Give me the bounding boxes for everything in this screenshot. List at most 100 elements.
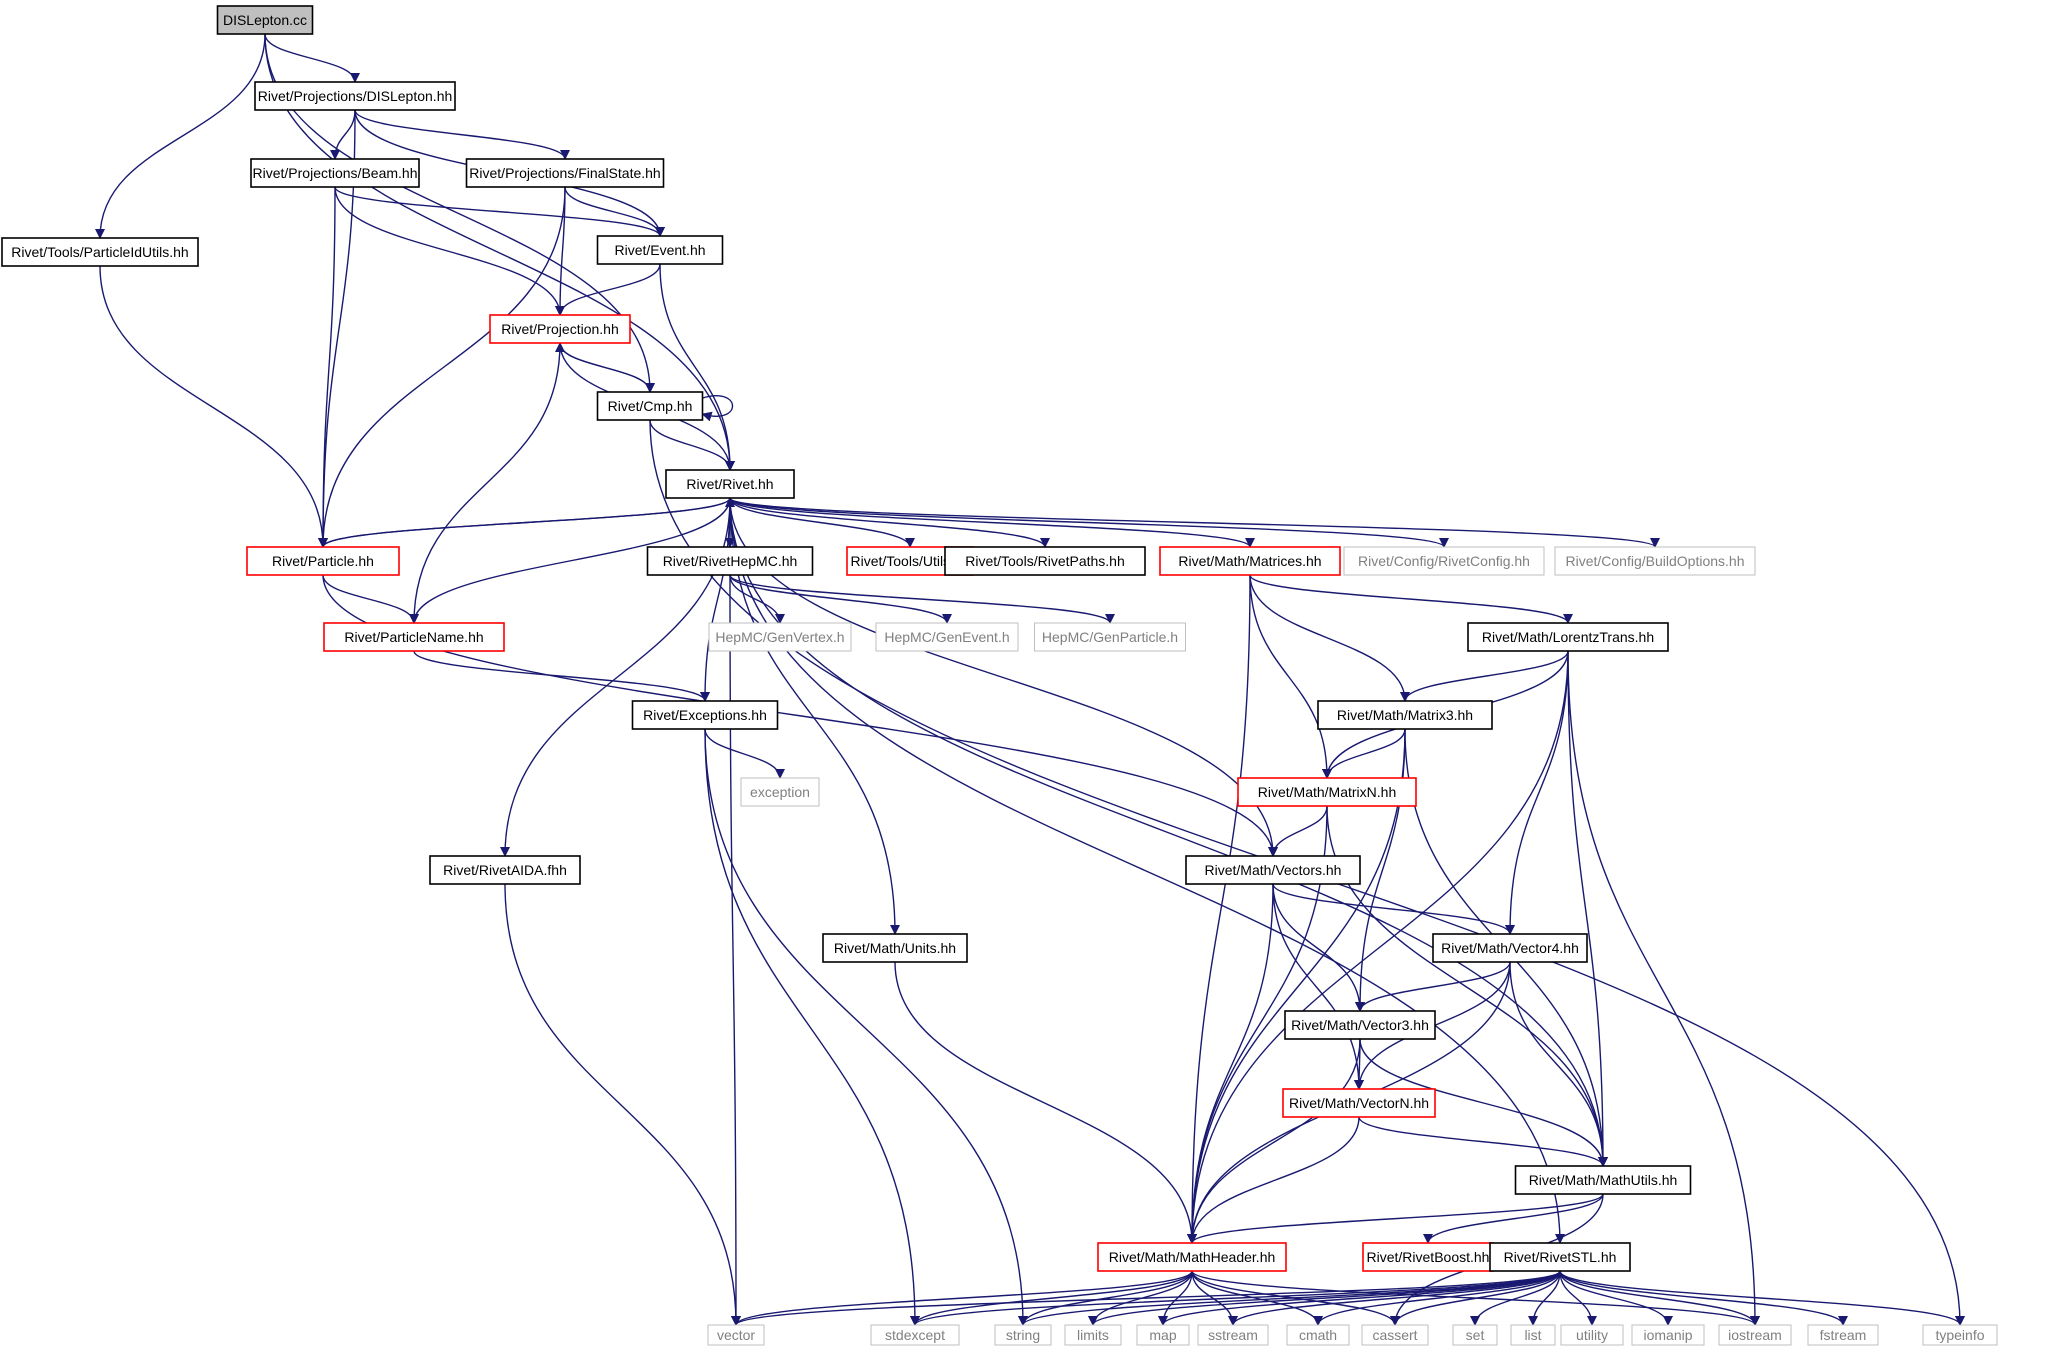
edge-rivethepmc-to-genevent — [729, 574, 952, 624]
node-label: Rivet/Projections/Beam.hh — [253, 165, 418, 181]
node-label: Rivet/Math/Vector3.hh — [1291, 1017, 1429, 1033]
node-typeinfo: typeinfo — [1922, 1324, 1998, 1346]
node-particle[interactable]: Rivet/Particle.hh — [246, 546, 400, 576]
edge-matrix3-to-vector3 — [1355, 728, 1406, 1012]
node-rivet[interactable]: Rivet/Rivet.hh — [665, 469, 795, 499]
node-box — [1560, 1324, 1624, 1346]
node-box — [1097, 1242, 1287, 1272]
node-particlename[interactable]: Rivet/ParticleName.hh — [323, 622, 505, 652]
node-box — [250, 158, 420, 188]
node-particleidutils[interactable]: Rivet/Tools/ParticleIdUtils.hh — [1, 237, 199, 267]
node-label: Rivet/Rivet.hh — [686, 476, 773, 492]
edge-mathutils-to-mathheader — [1187, 1193, 1604, 1244]
node-label: limits — [1077, 1327, 1109, 1343]
edge-rivet-to-math_matrices — [729, 497, 1255, 548]
node-box — [216, 5, 314, 35]
node-box — [1922, 1324, 1998, 1346]
node-rivetconfig: Rivet/Config/RivetConfig.hh — [1343, 546, 1545, 576]
node-box — [875, 622, 1019, 652]
edge-proj_finalstate-to-projection — [555, 186, 566, 316]
node-rivetstl[interactable]: Rivet/RivetSTL.hh — [1489, 1242, 1631, 1272]
node-box — [822, 933, 968, 963]
node-label: exception — [750, 784, 810, 800]
node-label: Rivet/Math/VectorN.hh — [1289, 1095, 1429, 1111]
node-cmp[interactable]: Rivet/Cmp.hh — [596, 391, 704, 421]
edge-math_matrices-to-matrix3 — [1249, 574, 1410, 702]
node-rivetaida[interactable]: Rivet/RivetAIDA.fhh — [429, 855, 581, 885]
edge-rivetstl-to-vector — [731, 1270, 1561, 1326]
node-vectorn[interactable]: Rivet/Math/VectorN.hh — [1282, 1088, 1436, 1118]
node-vectors[interactable]: Rivet/Math/Vectors.hh — [1185, 855, 1361, 885]
edge-rivetstl-to-stdexcept — [910, 1270, 1561, 1326]
edge-math_matrices-to-lorentztrans — [1249, 574, 1573, 624]
edge-rivetstl-to-iostream — [1559, 1270, 1760, 1326]
node-box — [1432, 933, 1588, 963]
edge-matrix3-to-matrixn — [1322, 728, 1406, 779]
node-label: HepMC/GenEvent.h — [884, 629, 1009, 645]
node-rivethepmc[interactable]: Rivet/RivetHepMC.hh — [646, 546, 814, 576]
node-label: Rivet/RivetSTL.hh — [1504, 1249, 1617, 1265]
node-matrix3[interactable]: Rivet/Math/Matrix3.hh — [1317, 700, 1493, 730]
node-box — [246, 546, 400, 576]
edge-proj_beam-to-event — [334, 186, 665, 237]
edge-proj_dislepton-to-proj_beam — [330, 109, 356, 160]
node-stdexcept: stdexcept — [870, 1324, 960, 1346]
node-matrixn[interactable]: Rivet/Math/MatrixN.hh — [1237, 777, 1417, 807]
edge-rivet-to-particlename — [409, 497, 731, 624]
node-units[interactable]: Rivet/Math/Units.hh — [822, 933, 968, 963]
node-exception: exception — [740, 777, 820, 807]
edge-rivetstl-to-list — [1528, 1270, 1561, 1326]
node-box — [1286, 1324, 1350, 1346]
node-label: Rivet/Config/BuildOptions.hh — [1566, 553, 1745, 569]
node-genparticle: HepMC/GenParticle.h — [1034, 622, 1186, 652]
edge-rivetstl-to-set — [1470, 1270, 1561, 1326]
node-exceptions[interactable]: Rivet/Exceptions.hh — [631, 700, 779, 730]
node-rivetboost[interactable]: Rivet/RivetBoost.hh — [1362, 1242, 1494, 1272]
node-box — [1361, 1324, 1429, 1346]
node-proj_finalstate[interactable]: Rivet/Projections/FinalState.hh — [465, 158, 665, 188]
node-cassert: cassert — [1361, 1324, 1429, 1346]
node-label: Rivet/RivetAIDA.fhh — [443, 862, 567, 878]
node-box — [254, 81, 456, 111]
node-proj_beam[interactable]: Rivet/Projections/Beam.hh — [250, 158, 420, 188]
edge-math_matrices-to-mathheader — [1187, 574, 1251, 1244]
node-tools_rivetpaths[interactable]: Rivet/Tools/RivetPaths.hh — [944, 546, 1146, 576]
node-proj_dislepton[interactable]: Rivet/Projections/DISLepton.hh — [254, 81, 456, 111]
node-lorentztrans[interactable]: Rivet/Math/LorentzTrans.hh — [1467, 622, 1669, 652]
node-mathutils[interactable]: Rivet/Math/MathUtils.hh — [1514, 1165, 1692, 1195]
node-vector3[interactable]: Rivet/Math/Vector3.hh — [1284, 1010, 1436, 1040]
node-vector4[interactable]: Rivet/Math/Vector4.hh — [1432, 933, 1588, 963]
node-label: Rivet/ParticleName.hh — [344, 629, 483, 645]
node-projection[interactable]: Rivet/Projection.hh — [489, 314, 631, 344]
node-label: map — [1149, 1327, 1176, 1343]
node-box — [1034, 622, 1186, 652]
edge-lorentztrans-to-mathutils — [1567, 650, 1608, 1167]
node-label: iostream — [1728, 1327, 1782, 1343]
node-label: Rivet/Math/Units.hh — [834, 940, 956, 956]
node-box — [1197, 1324, 1269, 1346]
edge-rivetstl-to-typeinfo — [1559, 1270, 1965, 1326]
node-dislepton_cc[interactable]: DISLepton.cc — [216, 5, 314, 35]
edge-event-to-projection — [555, 263, 661, 316]
node-label: Rivet/Cmp.hh — [608, 398, 693, 414]
node-label: list — [1524, 1327, 1541, 1343]
edge-exceptions-to-string — [704, 728, 1028, 1326]
edge-rivetstl-to-map — [1158, 1270, 1561, 1326]
edge-vector3-to-mathheader — [1187, 1038, 1361, 1244]
edge-mathutils-to-rivetboost — [1423, 1193, 1604, 1244]
node-box — [870, 1324, 960, 1346]
node-label: fstream — [1820, 1327, 1867, 1343]
node-box — [1, 237, 199, 267]
edge-proj_beam-to-particle — [318, 186, 336, 548]
node-box — [489, 314, 631, 344]
edge-dislepton_cc-to-particleidutils — [95, 33, 266, 239]
edge-proj_beam-to-projection — [334, 186, 565, 316]
node-event[interactable]: Rivet/Event.hh — [596, 235, 724, 265]
edge-dislepton_cc-to-proj_dislepton — [264, 33, 360, 83]
node-mathheader[interactable]: Rivet/Math/MathHeader.hh — [1097, 1242, 1287, 1272]
edge-rivethepmc-to-genparticle — [729, 574, 1115, 624]
node-box — [944, 546, 1146, 576]
node-math_matrices[interactable]: Rivet/Math/Matrices.hh — [1159, 546, 1341, 576]
node-label: Rivet/Math/Matrix3.hh — [1337, 707, 1473, 723]
node-utility: utility — [1560, 1324, 1624, 1346]
